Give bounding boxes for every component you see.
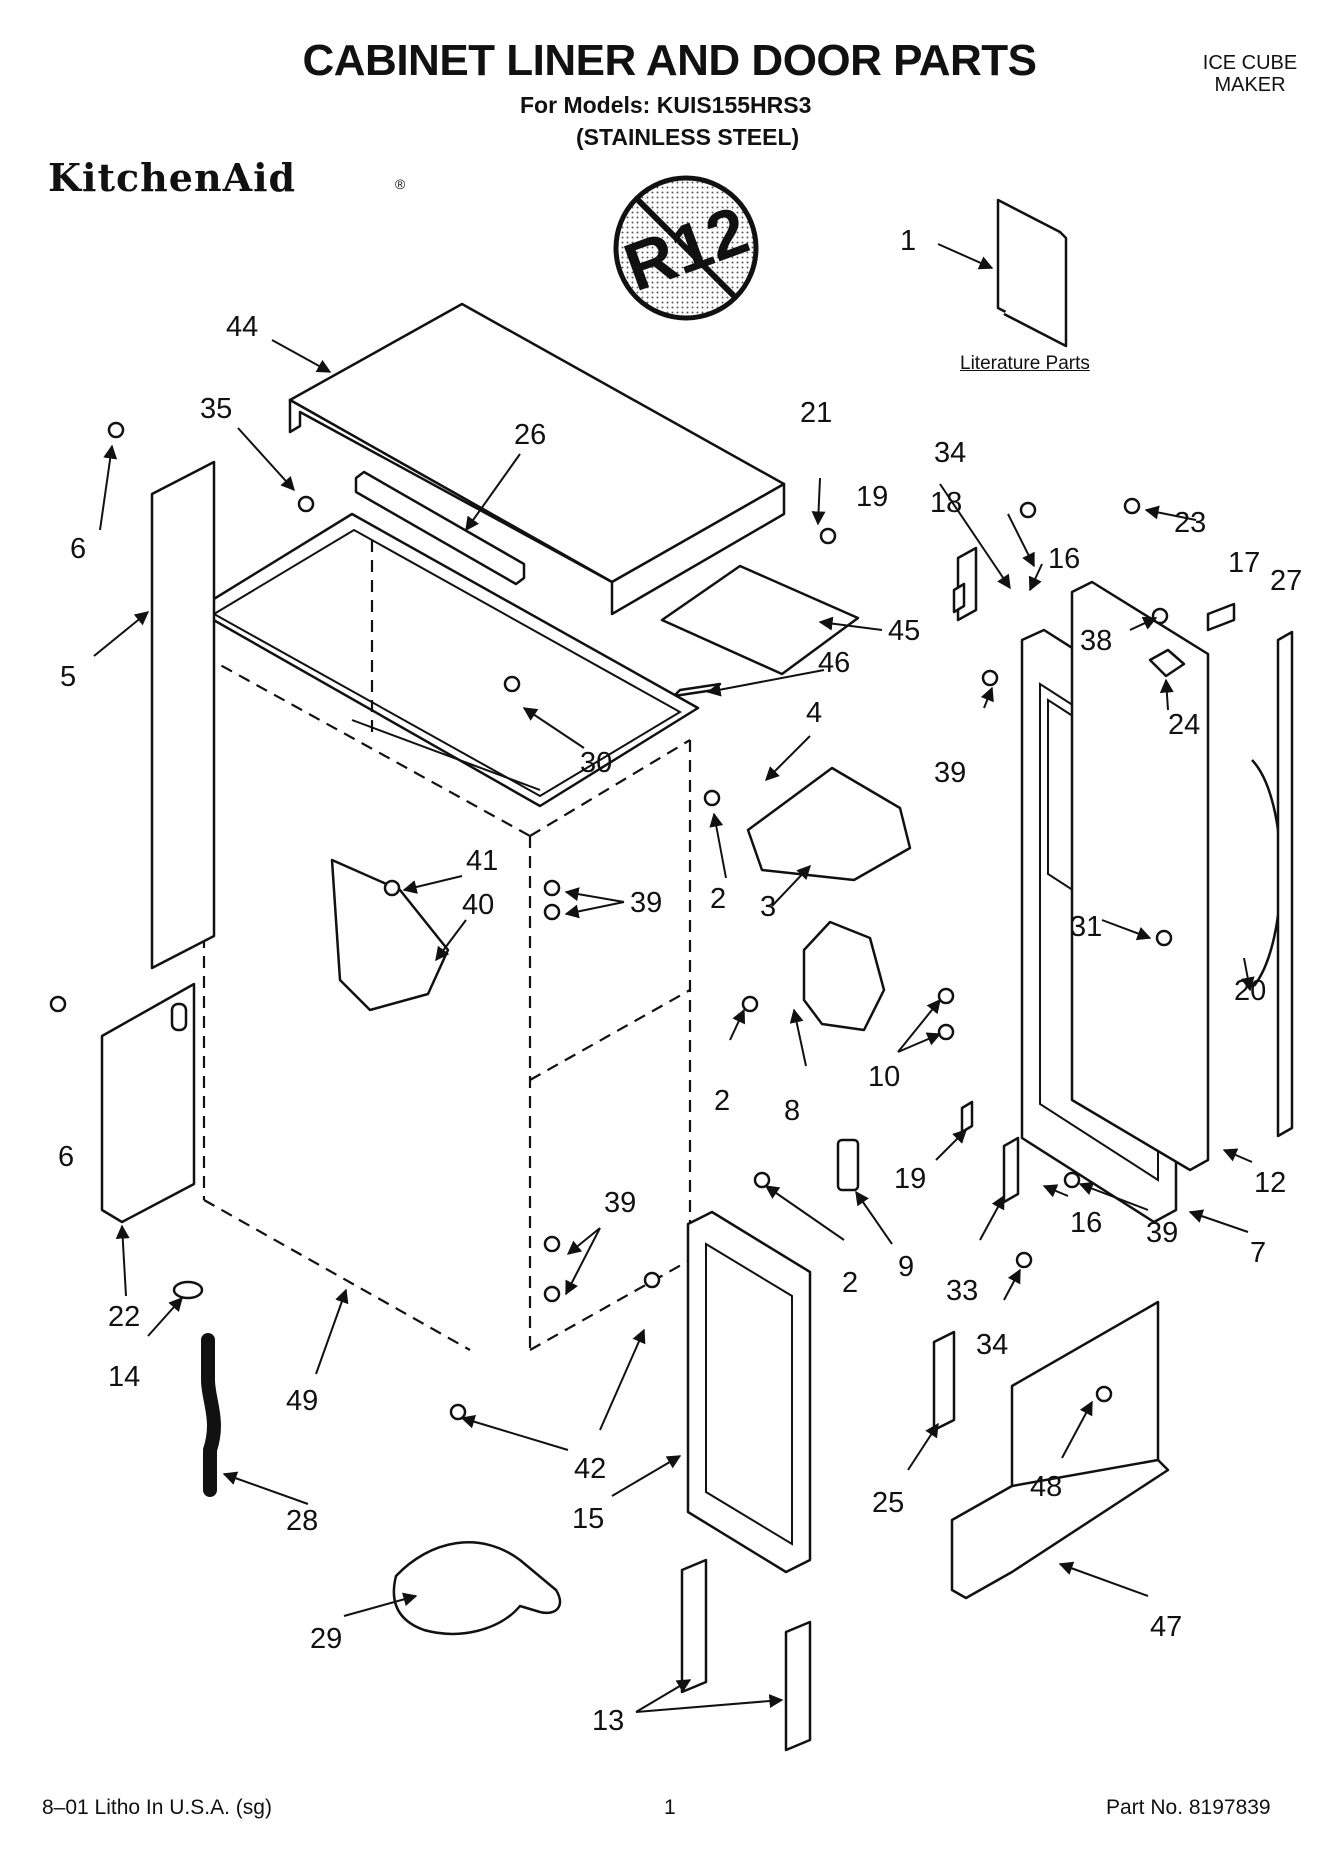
callout-44: 44 (226, 311, 258, 343)
callout-4: 4 (806, 697, 822, 729)
callout-18: 18 (930, 487, 962, 519)
ice-scoop (392, 1541, 562, 1636)
drain-hose (201, 1333, 221, 1497)
hinge-shim-lower (960, 1100, 974, 1134)
callout-16b: 16 (1070, 1207, 1102, 1239)
top-lid (288, 302, 786, 616)
callout-34a: 34 (934, 437, 966, 469)
callout-27: 27 (1270, 565, 1302, 597)
gasket-strip (1276, 630, 1294, 1138)
callout-10: 10 (868, 1061, 900, 1093)
door-bracket (802, 920, 886, 1032)
callout-6b: 6 (58, 1141, 74, 1173)
hose-clamp (172, 1280, 204, 1300)
leader-lines (93, 243, 1255, 1713)
door-latch (836, 1138, 860, 1192)
callout-2c: 2 (842, 1267, 858, 1299)
callout-39b: 39 (934, 757, 966, 789)
registered-mark: ® (395, 176, 406, 192)
callout-47: 47 (1150, 1611, 1182, 1643)
footer-litho: 8–01 Litho In U.S.A. (sg) (42, 1796, 272, 1819)
no-r12-badge: R12 (613, 175, 759, 321)
category-label: ICE CUBE MAKER (1180, 52, 1320, 96)
footer-part-number: Part No. 8197839 (1106, 1796, 1271, 1819)
callout-3: 3 (760, 891, 776, 923)
callout-14: 14 (108, 1361, 140, 1393)
callout-16a: 16 (1048, 543, 1080, 575)
insulation-pad (660, 564, 860, 676)
models-line: For Models: KUIS155HRS3 (520, 92, 812, 118)
callout-41: 41 (466, 845, 498, 877)
brand-logo: KitchenAid (48, 155, 297, 200)
door-handle (1251, 759, 1282, 987)
footer-page-number: 1 (664, 1796, 676, 1819)
callout-2a: 2 (710, 883, 726, 915)
finish-line: (STAINLESS STEEL) (576, 124, 800, 150)
callout-1: 1 (900, 225, 916, 257)
callout-12: 12 (1254, 1167, 1286, 1199)
callout-7: 7 (1250, 1237, 1266, 1269)
panel-slot (170, 1002, 188, 1032)
callout-19a: 19 (856, 481, 888, 513)
callout-5: 5 (60, 661, 76, 693)
callout-labels: 1 2 2 2 3 4 5 6 6 7 8 9 10 12 13 14 15 1… (58, 225, 1302, 1737)
rail (354, 470, 526, 586)
callout-30: 30 (580, 747, 612, 779)
callout-28: 28 (286, 1505, 318, 1537)
door-frame-inner (705, 1242, 793, 1546)
callout-31: 31 (1070, 911, 1102, 943)
callout-8: 8 (784, 1095, 800, 1127)
callout-17: 17 (1228, 547, 1260, 579)
callout-45: 45 (888, 615, 920, 647)
literature-parts-label: Literature Parts (960, 353, 1090, 374)
cabinet-liner (194, 512, 700, 1351)
hinge-cap (1148, 648, 1186, 678)
callout-38: 38 (1080, 625, 1112, 657)
callout-13: 13 (592, 1705, 624, 1737)
hinge-shim-upper (952, 582, 966, 614)
callout-26: 26 (514, 419, 546, 451)
callout-39c: 39 (1146, 1217, 1178, 1249)
callout-2b: 2 (714, 1085, 730, 1117)
callout-19b: 19 (894, 1163, 926, 1195)
callout-49: 49 (286, 1385, 318, 1417)
callout-25: 25 (872, 1487, 904, 1519)
callout-35: 35 (200, 393, 232, 425)
left-side-panel (150, 460, 216, 970)
callout-22: 22 (108, 1301, 140, 1333)
category-text: ICE CUBE MAKER (1202, 52, 1298, 96)
callout-29: 29 (310, 1623, 342, 1655)
callout-15: 15 (572, 1503, 604, 1535)
door-liner (1070, 580, 1210, 1172)
door-frame (686, 1210, 812, 1574)
callout-48: 48 (1030, 1471, 1062, 1503)
callout-21: 21 (800, 397, 832, 429)
liner-rail (351, 719, 541, 791)
callout-9: 9 (898, 1251, 914, 1283)
deflector-tray (746, 766, 912, 882)
callout-24: 24 (1168, 709, 1200, 741)
kick-plate (950, 1300, 1170, 1600)
callout-34b: 34 (976, 1329, 1008, 1361)
callout-39d: 39 (604, 1187, 636, 1219)
callout-39a: 39 (630, 887, 662, 919)
callout-6a: 6 (70, 533, 86, 565)
tape-strip (672, 682, 722, 698)
lower-left-panel (100, 982, 196, 1224)
callout-46: 46 (818, 647, 850, 679)
page-title: CABINET LINER AND DOOR PARTS (302, 36, 1038, 85)
door-plug (1206, 602, 1236, 632)
callout-42: 42 (574, 1453, 606, 1485)
trim-piece-right (784, 1620, 812, 1752)
callout-33: 33 (946, 1275, 978, 1307)
literature-back (1003, 231, 1068, 348)
callout-20: 20 (1234, 975, 1266, 1007)
clip (932, 1330, 956, 1432)
lower-hinge (1002, 1136, 1020, 1204)
trim-piece-left (680, 1558, 708, 1694)
callout-23: 23 (1174, 507, 1206, 539)
callout-40: 40 (462, 889, 494, 921)
